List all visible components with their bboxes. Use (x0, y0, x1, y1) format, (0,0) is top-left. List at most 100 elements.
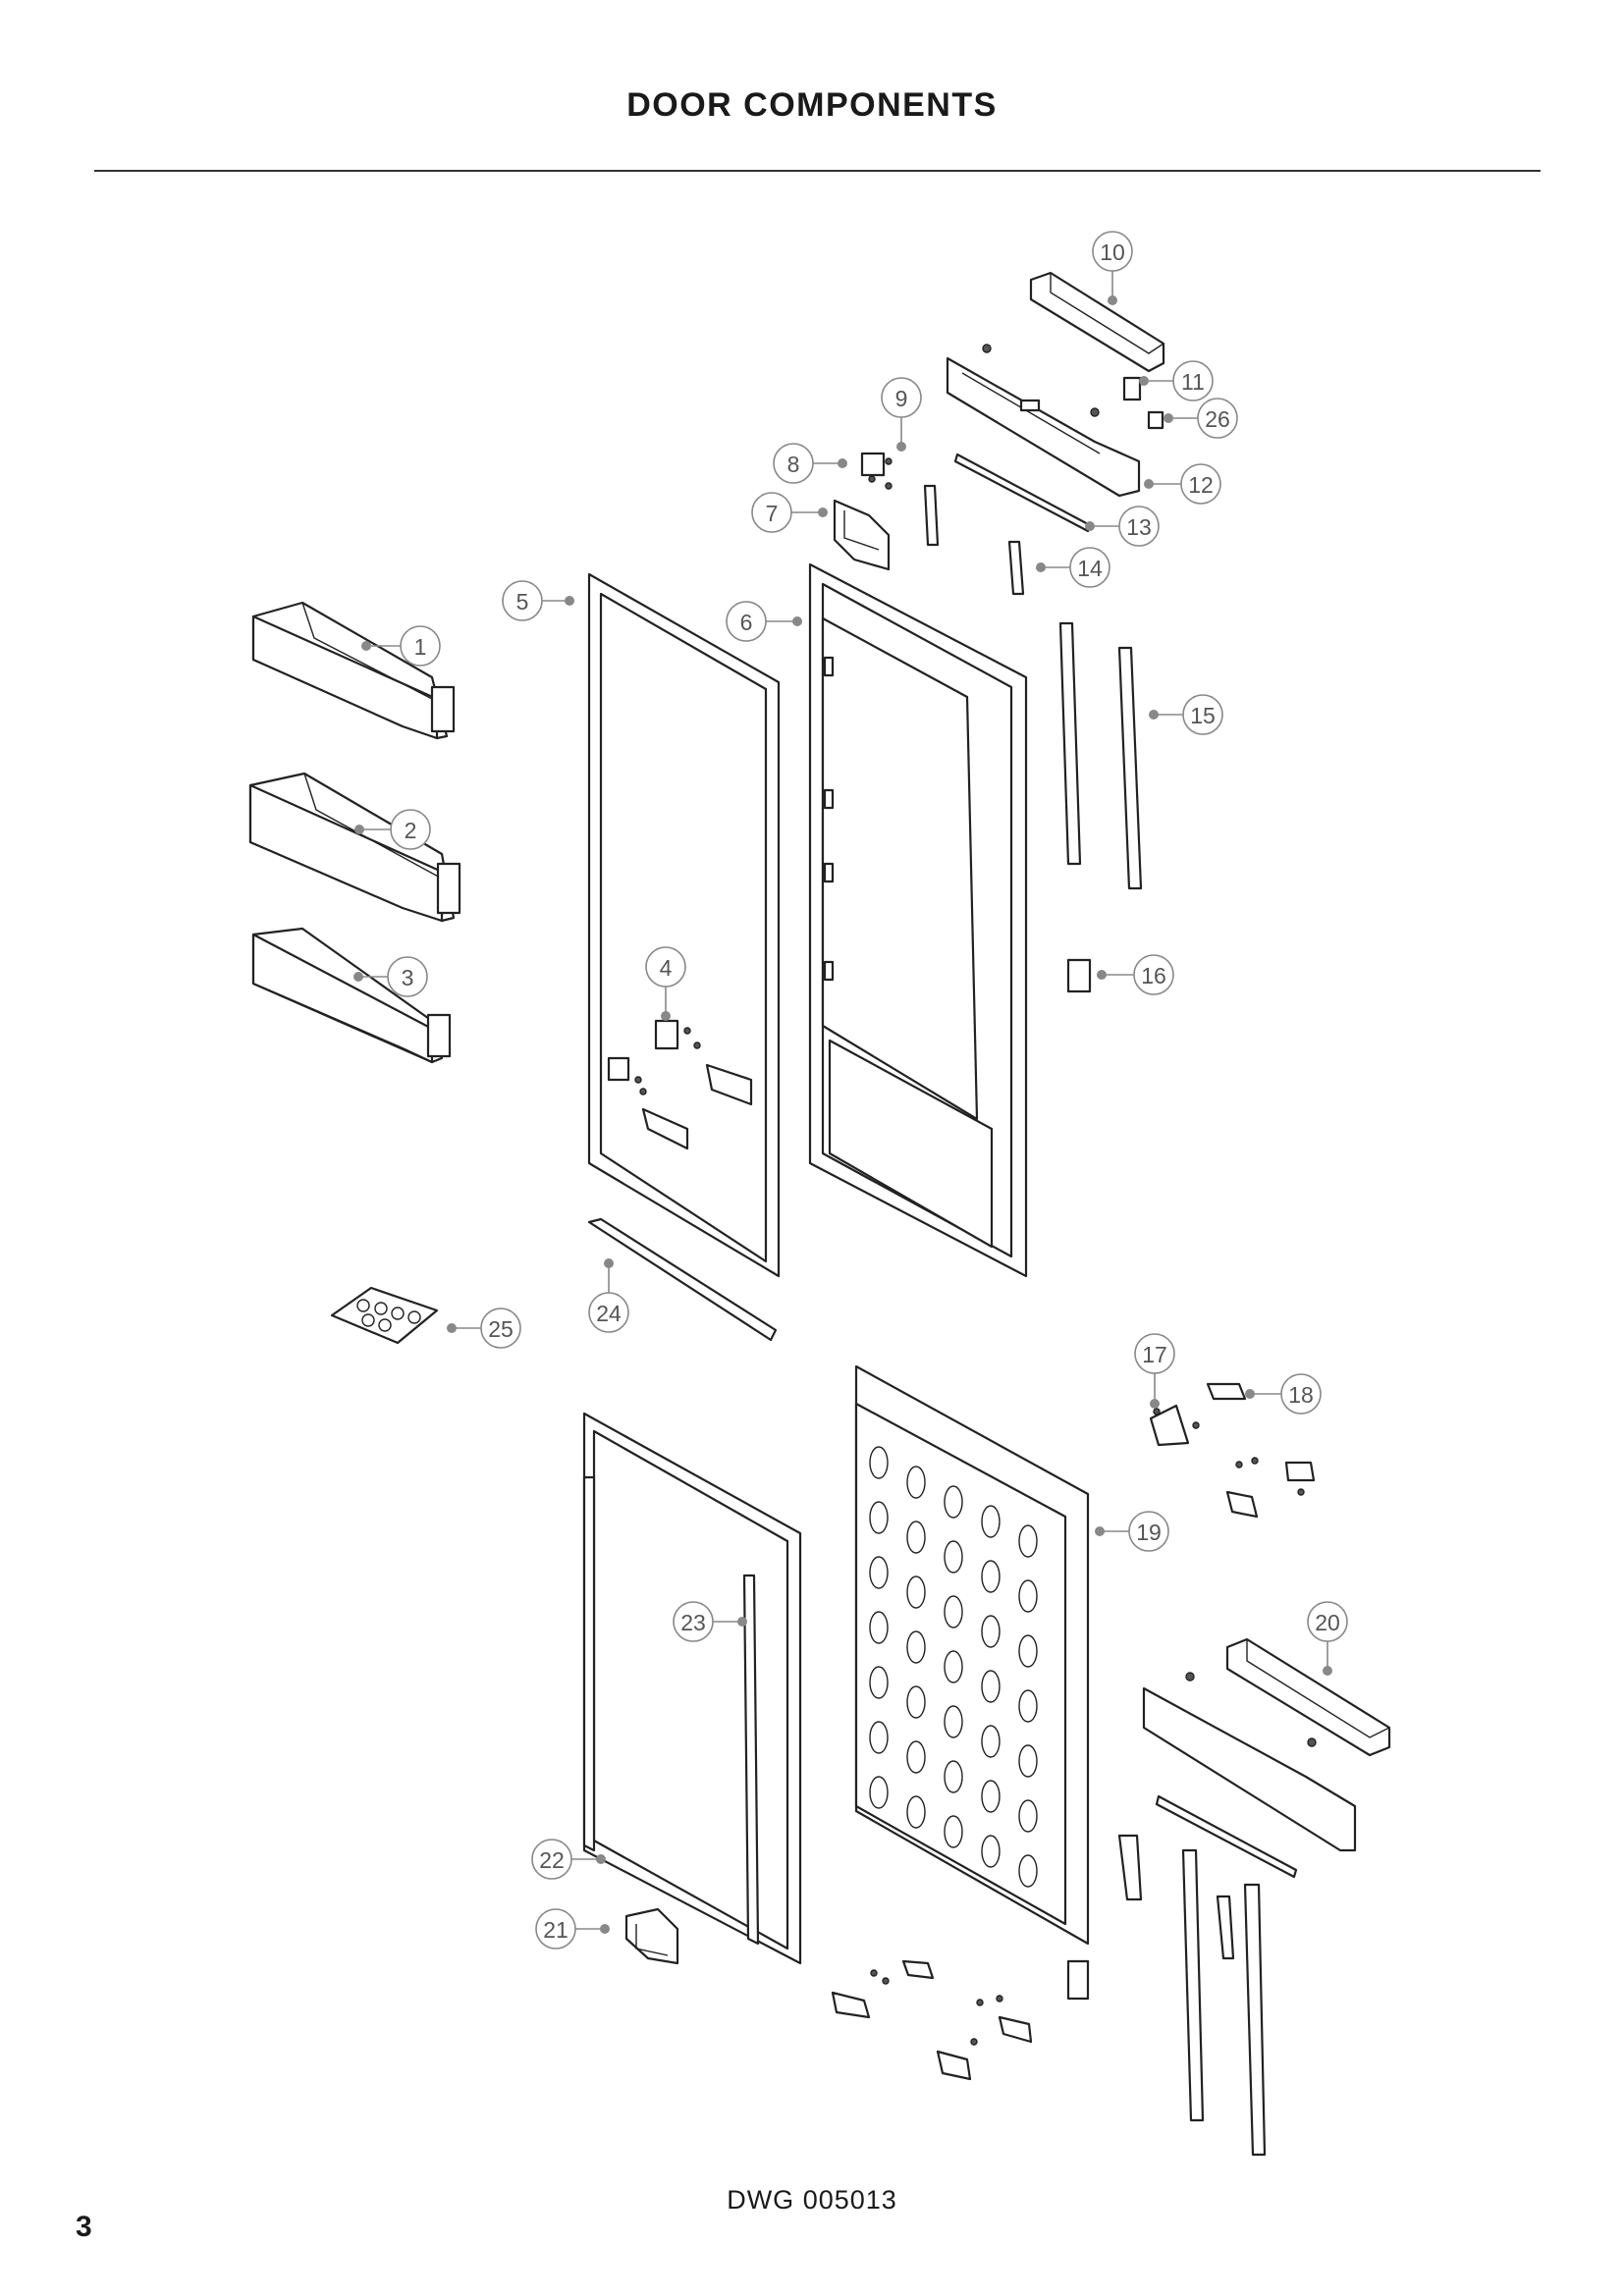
callout-circle (588, 1292, 629, 1333)
lower-fittings (831, 1959, 1090, 2081)
callout-dot (361, 641, 371, 651)
callout-number: 15 (1190, 703, 1216, 728)
callout-number: 11 (1181, 369, 1205, 395)
callout-number: 5 (516, 589, 529, 614)
callout-number: 25 (488, 1316, 514, 1342)
door-dimple (1018, 1744, 1038, 1778)
callout-number: 2 (405, 818, 417, 843)
upper-door-gasket (587, 572, 781, 1278)
callout-22: 22 (531, 1839, 606, 1880)
door-dimple (906, 1575, 926, 1609)
callout-19: 19 (1095, 1511, 1169, 1552)
hinge-kit-17 (1149, 1404, 1200, 1447)
callout-circle (1118, 506, 1160, 547)
page-title: DOOR COMPONENTS (626, 86, 998, 124)
door-dimple (869, 1446, 889, 1479)
callout-dot (1144, 479, 1154, 489)
door-dimple (944, 1760, 963, 1793)
callout-number: 1 (414, 634, 427, 660)
callout-5: 5 (502, 580, 574, 621)
callout-26: 26 (1164, 398, 1238, 439)
hinge-strip-13 (953, 453, 1092, 533)
hinge-bracket-lower (1142, 1672, 1357, 1879)
callout-24: 24 (588, 1258, 629, 1333)
callout-circle (645, 946, 686, 988)
door-dimple (981, 1505, 1001, 1538)
hinge-plate-8 (860, 452, 886, 477)
callout-number: 7 (766, 501, 779, 526)
callout-dot (1085, 521, 1095, 531)
callout-circle (1134, 1333, 1175, 1374)
hinge-7 (833, 499, 891, 571)
callout-dot (1149, 710, 1159, 720)
callout-dot (1150, 1399, 1160, 1409)
callout-circle (390, 809, 431, 850)
door-dimple (944, 1485, 963, 1519)
callout-dot (1245, 1389, 1255, 1399)
door-dimple (869, 1666, 889, 1699)
door-dimple (981, 1670, 1001, 1703)
door-dimple (869, 1611, 889, 1644)
callout-circle (1069, 547, 1110, 588)
hinge-bracket-18 (1206, 1382, 1316, 1519)
door-dimple (869, 1501, 889, 1534)
callout-number: 4 (660, 955, 673, 981)
door-dimple (1018, 1524, 1038, 1558)
callout-circle (726, 601, 767, 642)
door-dimple (906, 1685, 926, 1719)
callout-15: 15 (1149, 694, 1223, 735)
title-divider (94, 170, 1541, 172)
callout-dot (838, 458, 847, 468)
hinge-21 (624, 1907, 679, 1965)
door-dimple (906, 1740, 926, 1774)
callout-dot (600, 1924, 610, 1934)
hinge-kit (607, 1019, 753, 1150)
door-dimple (981, 1615, 1001, 1648)
door-dimple (906, 1466, 926, 1499)
callout-9: 9 (881, 377, 922, 452)
callout-circle (1280, 1373, 1322, 1415)
callout-number: 23 (680, 1610, 706, 1635)
callout-dot (1097, 970, 1107, 980)
callout-circle (1128, 1511, 1169, 1552)
door-bin-lower (251, 927, 452, 1064)
door-dimple (1018, 1689, 1038, 1723)
callout-number: 13 (1126, 514, 1152, 540)
callout-number: 9 (895, 386, 908, 411)
callout-dot (1164, 413, 1173, 423)
upper-door-liner (808, 562, 1028, 1278)
door-dimple (944, 1650, 963, 1683)
door-dimple (981, 1560, 1001, 1593)
door-dimple (906, 1795, 926, 1829)
callout-17: 17 (1134, 1333, 1175, 1409)
callout-number: 22 (539, 1847, 565, 1873)
callout-4: 4 (645, 946, 686, 1021)
callout-7: 7 (751, 492, 828, 533)
callout-number: 12 (1188, 472, 1214, 498)
callout-circle (531, 1839, 572, 1880)
door-dimple (981, 1780, 1001, 1813)
callout-number: 14 (1077, 556, 1103, 581)
callout-number: 19 (1136, 1520, 1162, 1545)
callout-dot (354, 825, 364, 834)
callout-14: 14 (1036, 547, 1110, 588)
callout-18: 18 (1245, 1373, 1322, 1415)
callout-dot (818, 507, 828, 517)
door-dimple (1018, 1799, 1038, 1833)
callout-number: 10 (1100, 240, 1125, 265)
callout-circle (387, 956, 428, 997)
page-number: 3 (76, 2211, 92, 2243)
hinge-bracket-upper (946, 344, 1141, 498)
door-dimple (869, 1721, 889, 1754)
door-dimple (906, 1521, 926, 1554)
door-dimple (906, 1630, 926, 1664)
callout-circle (1092, 231, 1133, 272)
door-dimple (981, 1725, 1001, 1758)
callout-circle (773, 443, 814, 484)
callout-11: 11 (1139, 360, 1214, 401)
callout-circle (751, 492, 792, 533)
lower-door-rails (1117, 1834, 1267, 2157)
door-rail-15 (1058, 621, 1143, 890)
door-dimple (944, 1595, 963, 1629)
callout-dot (604, 1258, 614, 1268)
